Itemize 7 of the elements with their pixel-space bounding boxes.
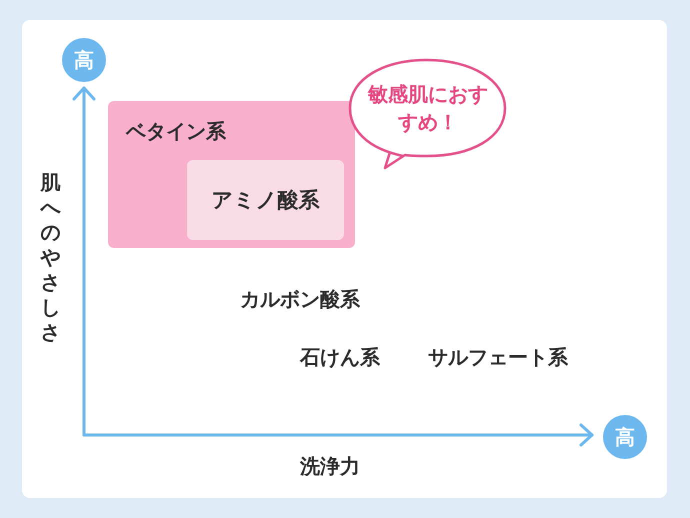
category-box: ベタイン系 アミノ酸系 — [108, 101, 355, 248]
category-box: アミノ酸系 — [187, 160, 344, 240]
category-label: 石けん系 — [300, 344, 380, 371]
axis-title: 肌へのやさしさ — [40, 170, 61, 345]
axis-title: 洗浄力 — [300, 453, 360, 480]
category-label: サルフェート系 — [428, 344, 568, 371]
category-label: カルボン酸系 — [240, 286, 360, 313]
